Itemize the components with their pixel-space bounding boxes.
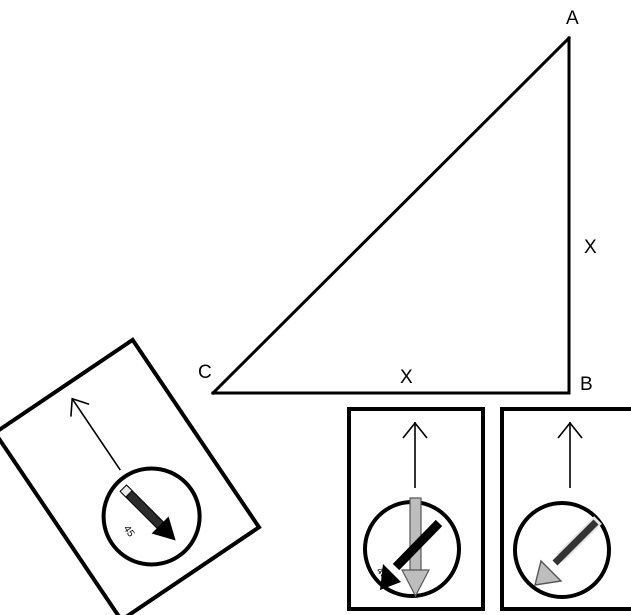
side-bc-label: X [400, 367, 413, 388]
side-ab-label: X [584, 237, 597, 258]
compass-at-c: 45 [0, 337, 262, 615]
direction-arrowhead-icon [70, 397, 90, 417]
right-triangle [210, 35, 572, 396]
vertex-a-label: A [566, 8, 579, 29]
magnetic-needle-icon [119, 484, 176, 541]
needle-head [151, 516, 176, 541]
direction-arrowhead-icon [557, 421, 583, 439]
compass-at-b-right [500, 407, 631, 611]
compass-at-b-left: 45 [347, 407, 485, 611]
magnetic-needle-icon [380, 519, 443, 590]
direction-arrowhead-icon [402, 421, 428, 439]
vertex-b-label: B [580, 374, 593, 395]
magnetic-needle-icon [534, 516, 602, 586]
needle-tail [119, 484, 133, 498]
vertex-c-label: C [198, 362, 212, 383]
direction-of-travel-line [72, 399, 121, 471]
side-ca-hypotenuse [210, 35, 572, 396]
